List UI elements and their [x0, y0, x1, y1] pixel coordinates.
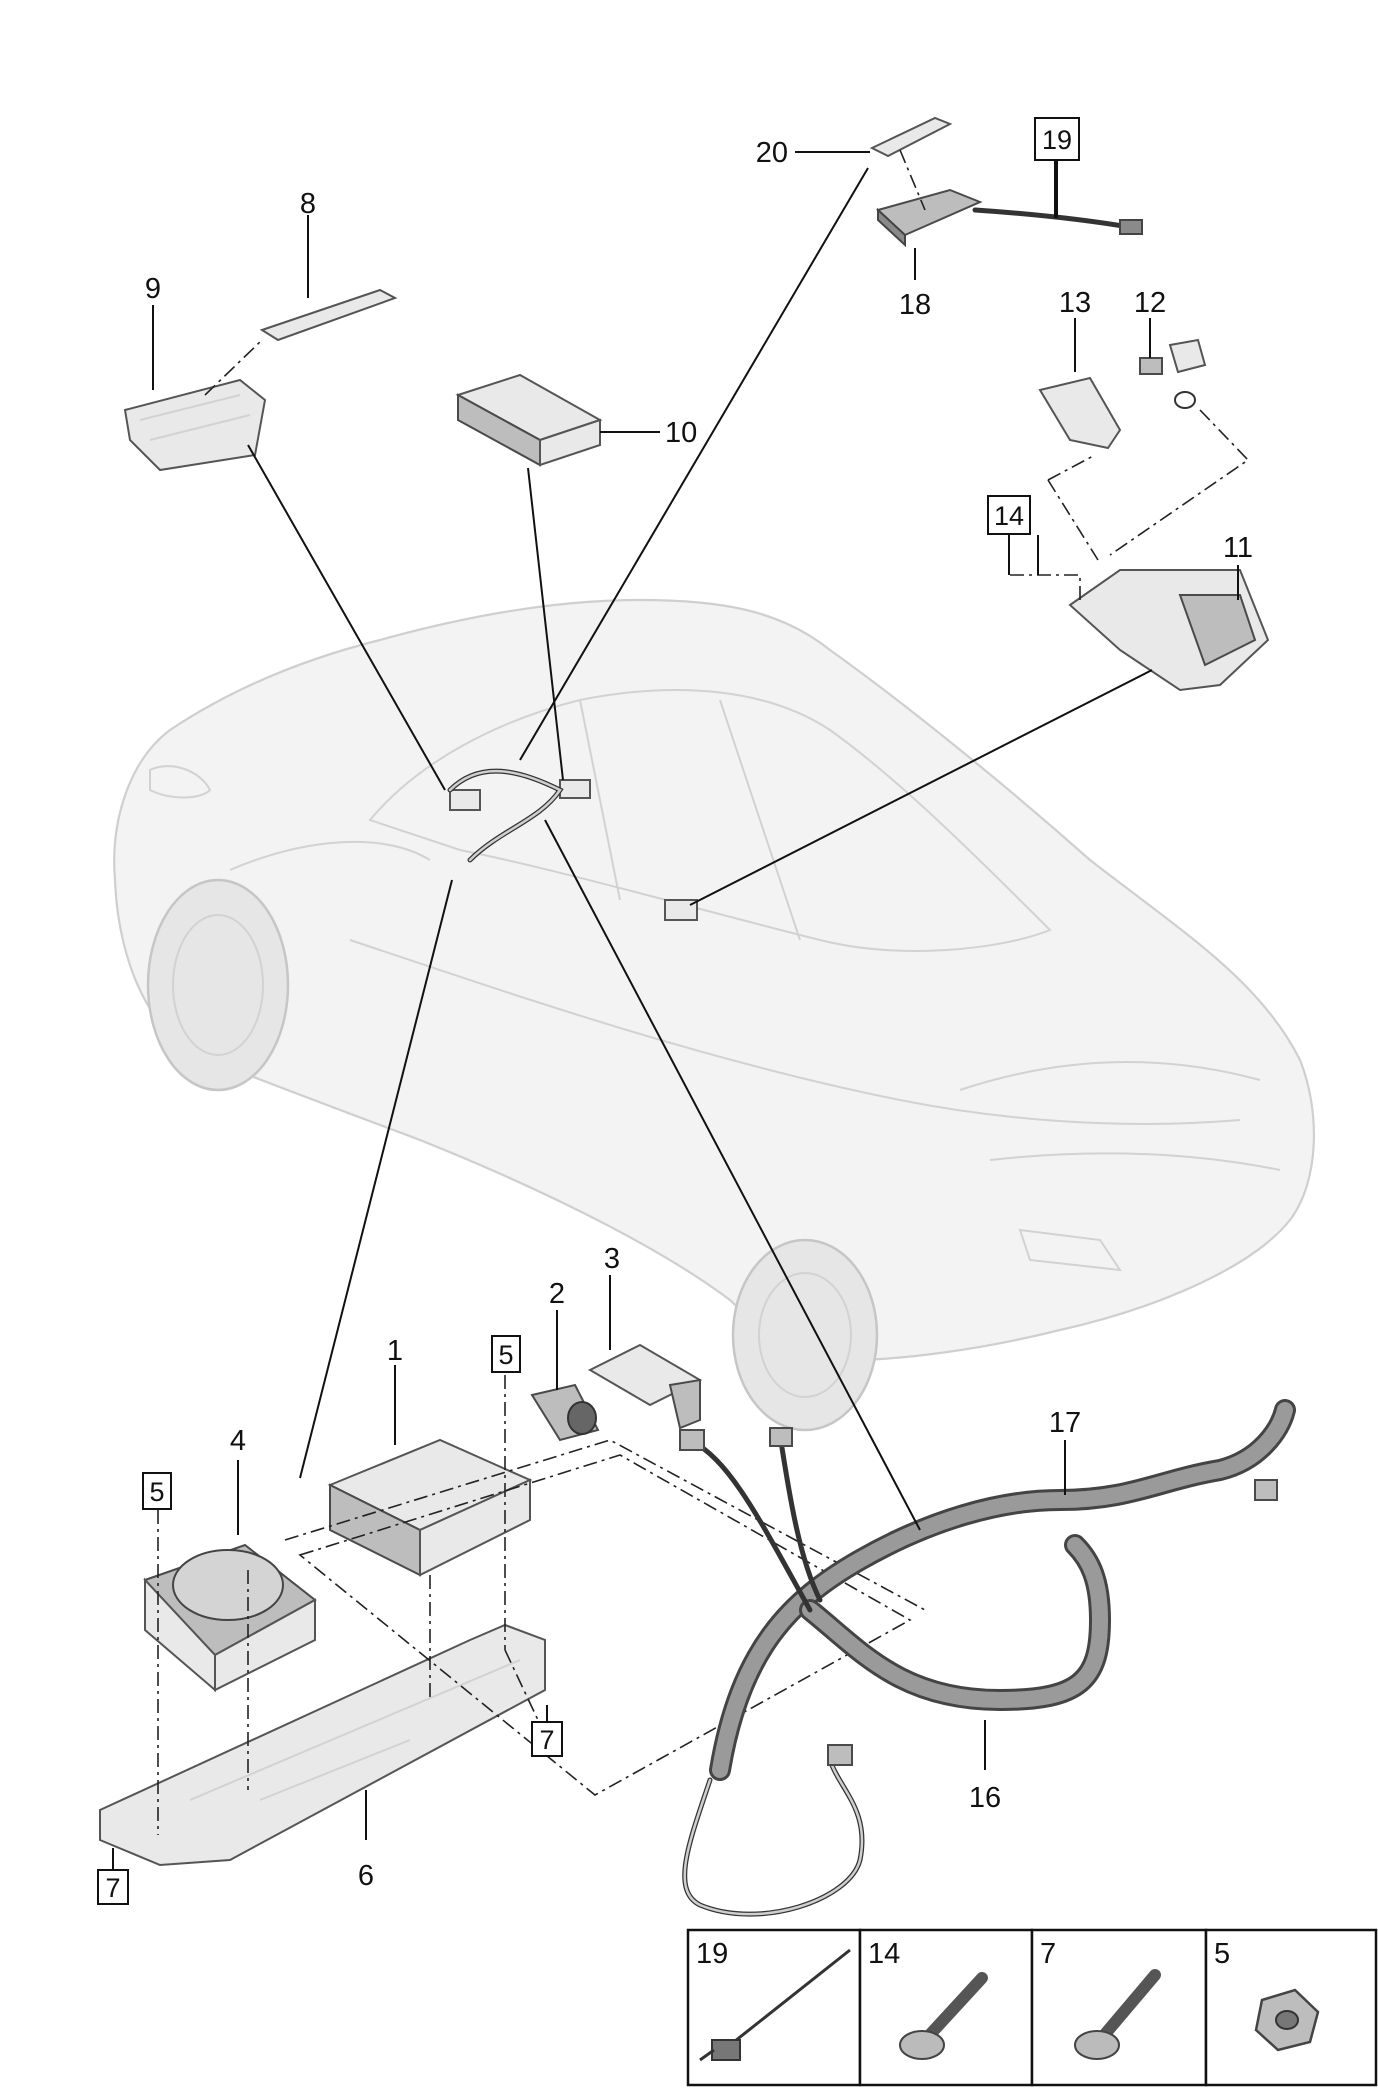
boxed-callout-7-right: 7: [531, 1721, 563, 1757]
part-20-cover: [869, 116, 953, 158]
installed-module-mid: [559, 779, 591, 799]
svg-text:7: 7: [539, 1725, 554, 1755]
part-6-mounting-tray: [99, 1623, 546, 1867]
rear-wheel: [731, 1238, 879, 1432]
boxed-callout-14: 14: [987, 495, 1031, 535]
callout-numbers: 8 9 10 20 18 13 12 11 1 2 3 4 6 16 17: [145, 137, 1253, 1892]
callout-9: 9: [145, 273, 161, 305]
legend-label-19: 19: [696, 1938, 728, 1970]
part-11-mounting-plate: [1068, 569, 1270, 692]
legend-cell-14: [858, 1928, 1034, 2087]
callout-4: 4: [230, 1425, 246, 1457]
callout-11: 11: [1223, 532, 1253, 564]
hex-nut-icon: [1254, 1988, 1320, 2052]
callout-8: 8: [300, 188, 316, 220]
part-16-17-wiring-harness: [679, 1399, 1296, 1917]
screw-icon: [899, 1972, 988, 2060]
legend-label-7: 7: [1040, 1938, 1056, 1970]
boxed-callout-19: 19: [1034, 117, 1080, 161]
callout-2: 2: [549, 1278, 565, 1310]
front-wheel: [146, 878, 290, 1092]
part-13-sensor: [1038, 376, 1122, 450]
part-10-control-unit: [455, 373, 603, 467]
callout-10: 10: [665, 417, 697, 449]
part-3-bracket: [587, 1343, 703, 1430]
legend-label-14: 14: [868, 1938, 900, 1970]
installed-module-rear: [664, 899, 698, 921]
screw-icon: [1074, 1969, 1161, 2060]
callout-12: 12: [1134, 287, 1166, 319]
callout-3: 3: [604, 1243, 620, 1275]
svg-text:7: 7: [105, 1873, 120, 1903]
part-1-control-unit: [327, 1438, 533, 1577]
leader-lines: [152, 151, 1239, 1840]
svg-text:14: 14: [994, 501, 1024, 531]
callout-13: 13: [1059, 287, 1091, 319]
part-2-plug: [530, 1383, 600, 1442]
callout-18: 18: [899, 289, 931, 321]
callout-17: 17: [1049, 1407, 1081, 1439]
part-18-antenna-module: [876, 188, 1143, 248]
antenna-cable-icon: [699, 1948, 851, 2062]
part-9-bracket: [123, 378, 267, 472]
part-8-antenna-strip: [259, 288, 398, 342]
vehicle-silhouette: [113, 598, 1316, 1432]
callout-16: 16: [969, 1782, 1001, 1814]
callout-6: 6: [358, 1860, 374, 1892]
legend-cell-5: [1204, 1928, 1378, 2087]
part-4-speaker: [143, 1543, 317, 1693]
boxed-callouts: 19 14 5 5 7 7: [97, 117, 1080, 1905]
fastener-legend: 19 14 7 5: [686, 1928, 1378, 2087]
svg-text:5: 5: [149, 1477, 164, 1507]
svg-text:5: 5: [498, 1340, 513, 1370]
boxed-callout-5-lower: 5: [142, 1472, 172, 1510]
installed-module-front: [449, 789, 481, 811]
boxed-callout-5-upper: 5: [491, 1335, 521, 1373]
boxed-callout-7-left: 7: [97, 1869, 129, 1905]
legend-cell-7: [1030, 1928, 1208, 2087]
callout-1: 1: [387, 1335, 403, 1367]
callout-20: 20: [756, 137, 788, 169]
svg-text:19: 19: [1042, 125, 1072, 155]
legend-label-5: 5: [1214, 1938, 1230, 1970]
